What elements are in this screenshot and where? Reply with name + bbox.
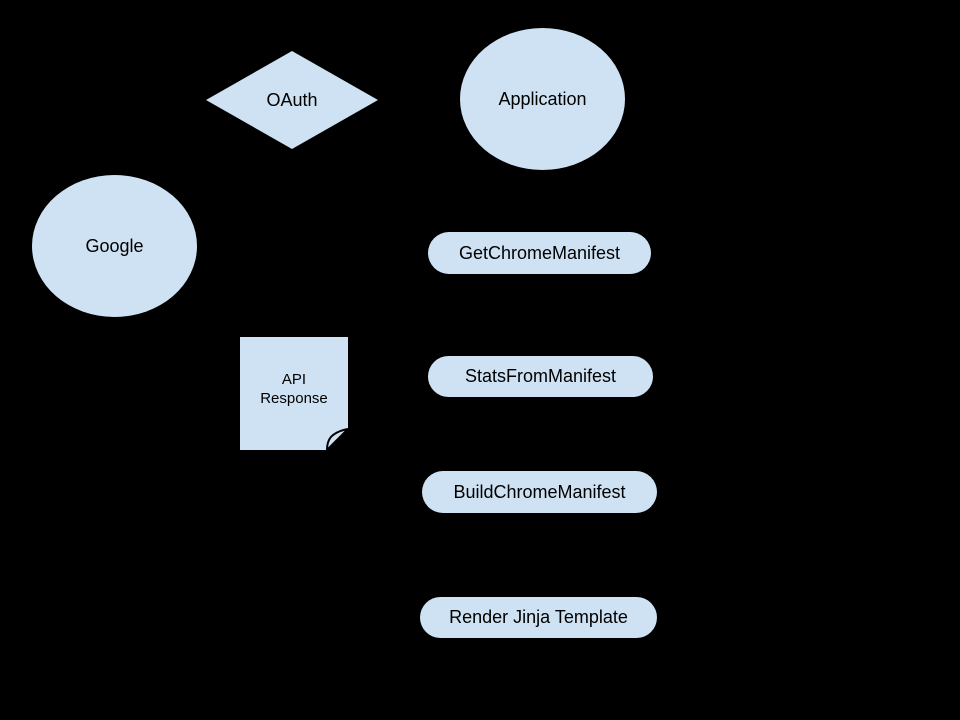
application-ellipse-node: Application [460,28,625,170]
stats-from-manifest-label: StatsFromManifest [464,366,617,387]
render-jinja-template-node: Render Jinja Template [420,597,657,638]
render-jinja-template-label: Render Jinja Template [449,607,628,628]
document-shape [240,337,348,450]
build-chrome-manifest-node: BuildChromeManifest [422,471,657,513]
oauth-diamond-node: OAuth [206,51,378,149]
document-body [240,337,348,450]
stats-from-manifest-node: StatsFromManifest [428,356,653,397]
google-label: Google [85,235,144,256]
api-response-document-node: API Response [240,337,348,450]
get-chrome-manifest-label: GetChromeManifest [458,242,621,263]
build-chrome-manifest-label: BuildChromeManifest [453,481,626,502]
application-label: Application [498,88,587,109]
google-ellipse-node: Google [32,175,197,317]
get-chrome-manifest-node: GetChromeManifest [428,232,651,274]
folded-corner-icon [326,428,348,450]
oauth-label: OAuth [266,89,318,110]
api-response-label: API Response [260,371,328,407]
